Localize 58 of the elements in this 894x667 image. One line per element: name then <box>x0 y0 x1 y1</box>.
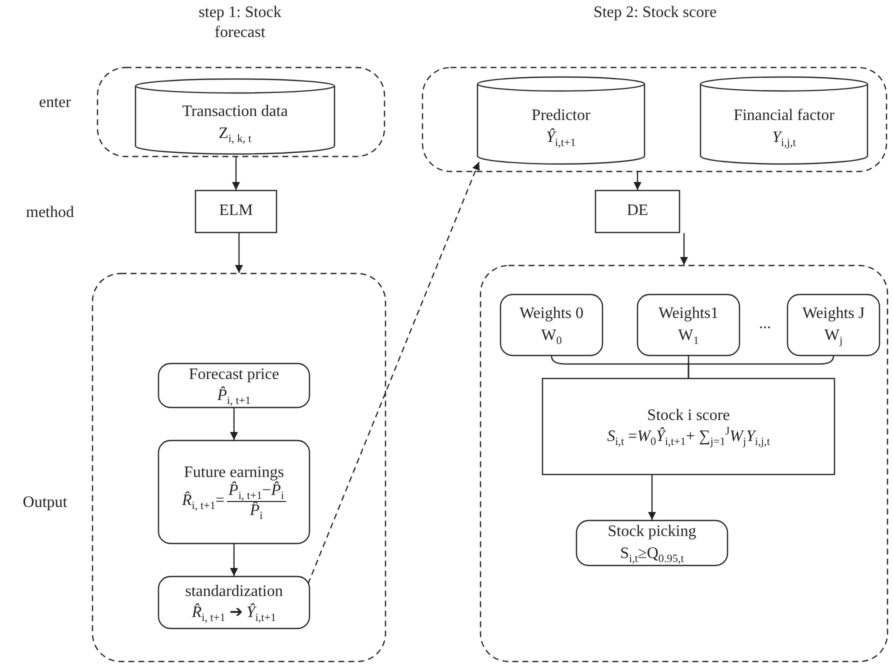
formula: Y$_{i,j,t}$ <box>772 128 796 147</box>
arrow <box>235 233 243 273</box>
dashed-group-box <box>97 67 385 157</box>
formula: S$_{i,t}$ =W$_{0}$Ŷ$_{i,t+1}$+ ∑$_{j=1}$$^{J}$W$_{j}$Y$_{i,j,t}$ <box>607 428 770 446</box>
column-heading: Step 2: Stock score <box>592 3 718 23</box>
formula: W$_{1}$ <box>678 326 699 345</box>
node-title: DE <box>626 202 648 221</box>
process-box <box>195 190 277 233</box>
formula: S$_{i,t}$≥Q$_{0.95,t}$ <box>620 544 684 563</box>
node-title: Future earnings <box>184 464 284 481</box>
formula: Ŷ$_{i,t+1}$ <box>546 128 576 147</box>
arrow <box>680 233 688 265</box>
formula: W$_{0}$ <box>541 326 562 345</box>
row-label: method <box>25 203 75 223</box>
node-title: Forecast price <box>188 366 280 384</box>
node-title: Weights J <box>802 305 865 324</box>
node-title: Financial factor <box>734 107 834 126</box>
dashed-group-box <box>480 265 888 662</box>
formula-numerator: P̂$_{i, t+1}$−P̂$_{i}$ <box>226 482 286 502</box>
arrow <box>634 172 642 190</box>
dashed-group-box <box>422 67 887 172</box>
node-title: Transaction data <box>182 103 288 122</box>
arrow <box>230 544 238 576</box>
process-box <box>542 378 835 475</box>
rounded-box <box>158 440 310 544</box>
formula: P̂$_{i, t+1}$ <box>217 387 251 406</box>
arrow <box>648 475 656 520</box>
rounded-box <box>576 520 728 566</box>
arrow <box>307 162 480 584</box>
row-label: Output <box>22 493 68 513</box>
formula: R̂$_{i, t+1}$ ➔ Ŷ$_{i,t+1}$ <box>192 604 276 622</box>
rounded-box <box>637 294 740 356</box>
node-title: Stock i score <box>647 406 730 425</box>
process-box <box>595 190 680 233</box>
ellipsis: ... <box>758 314 772 334</box>
arrow <box>230 408 238 440</box>
row-label: enter <box>38 93 72 113</box>
database-cylinder <box>477 76 645 164</box>
node-title: Weights1 <box>658 305 719 324</box>
rounded-box <box>500 294 603 356</box>
dashed-group-box <box>92 273 386 662</box>
database-cylinder <box>135 78 335 154</box>
node-title: Predictor <box>532 107 590 126</box>
node-title: ELM <box>219 202 253 221</box>
database-cylinder <box>700 76 868 164</box>
formula: Z$_{i, k, t}$ <box>218 124 252 143</box>
rounded-box <box>787 294 880 356</box>
rounded-box <box>158 363 310 408</box>
column-heading: step 1: Stock forecast <box>198 3 282 43</box>
connector-line <box>688 356 834 378</box>
rounded-box <box>158 576 310 629</box>
node-title: standardization <box>185 582 283 601</box>
node-title: Weights 0 <box>519 305 584 324</box>
formula-term: R̂$_{i, t+1}$= <box>182 492 225 510</box>
node-title: Stock picking <box>608 523 696 542</box>
formula: W$_{j}$ <box>824 326 843 345</box>
arrow <box>232 157 240 190</box>
formula-denominator: P̂$_{i}$ <box>250 502 263 520</box>
